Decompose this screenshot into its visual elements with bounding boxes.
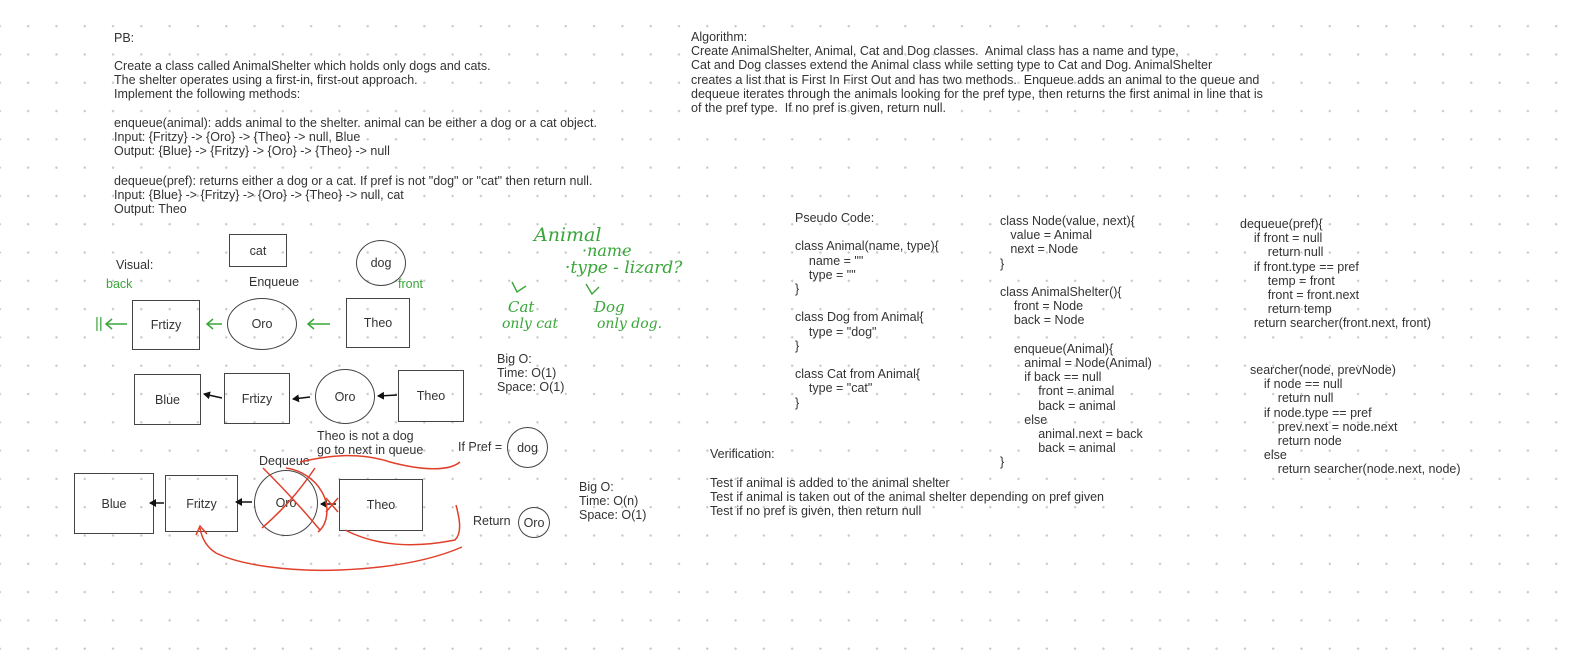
visual-label: Visual: bbox=[116, 258, 154, 272]
pseudo-code-classes: Pseudo Code: class Animal(name, type){ n… bbox=[795, 211, 939, 410]
pref-value: dog bbox=[517, 440, 538, 455]
row2-node-3: Oro bbox=[315, 369, 375, 424]
return-value: Oro bbox=[523, 515, 545, 530]
row2-arrows bbox=[203, 391, 398, 403]
dequeue-spec: dequeue(pref): returns either a dog or a… bbox=[114, 174, 593, 217]
row3-node-4-label: Theo bbox=[366, 498, 396, 512]
row1-node-2-label: Oro bbox=[251, 317, 273, 331]
row2-node-4: Theo bbox=[398, 370, 464, 422]
front-label: front bbox=[398, 277, 424, 291]
red-annotations bbox=[195, 454, 463, 572]
hand-dog-title: Dog bbox=[594, 298, 625, 316]
if-pref-label: If Pref = bbox=[458, 440, 503, 454]
row2-node-4-label: Theo bbox=[416, 389, 446, 403]
pseudo-code-searcher: searcher(node, prevNode) if node == null… bbox=[1250, 363, 1461, 477]
verification-tests: Test if animal is added to the animal sh… bbox=[710, 476, 1104, 519]
dequeue-label: Dequeue bbox=[259, 454, 310, 468]
hand-dog-note: only dog. bbox=[597, 316, 663, 332]
row2-node-2: Frtizy bbox=[224, 373, 290, 424]
row3-node-1-label: Blue bbox=[101, 496, 127, 511]
row3-arrows bbox=[149, 498, 336, 508]
row2-node-3-label: Oro bbox=[334, 389, 356, 404]
row3-node-2-label: Fritzy bbox=[186, 496, 217, 511]
row1-node-2: Oro bbox=[227, 298, 297, 350]
bigo-enqueue: Big O: Time: O(1) Space: O(1) bbox=[497, 352, 565, 395]
back-label: back bbox=[106, 277, 133, 291]
bigo-dequeue: Big O: Time: O(n) Space: O(1) bbox=[579, 480, 647, 523]
row1-node-3-label: Theo bbox=[363, 316, 393, 330]
row2-node-2-label: Frtizy bbox=[241, 391, 273, 406]
row1-node-1: Frtizy bbox=[132, 300, 200, 350]
dog-label: dog bbox=[370, 256, 392, 270]
enqueue-label: Enqueue bbox=[249, 275, 300, 289]
hand-animal-title: Animal bbox=[534, 224, 602, 246]
hand-type-field: ·type - lizard? bbox=[565, 258, 683, 278]
return-label: Return bbox=[473, 514, 511, 528]
row2-node-1-label: Blue bbox=[154, 392, 181, 407]
hand-cat-title: Cat bbox=[508, 298, 535, 316]
pseudo-code-dequeue: dequeue(pref){ if front = null return nu… bbox=[1240, 217, 1432, 331]
cat-label: cat bbox=[249, 243, 267, 258]
problem-description: Create a class called AnimalShelter whic… bbox=[114, 59, 491, 102]
pseudo-code-shelter: class Node(value, next){ value = Animal … bbox=[1000, 214, 1152, 470]
row1-node-3: Theo bbox=[346, 298, 410, 348]
cat-box: cat bbox=[229, 234, 287, 267]
dog-circle: dog bbox=[356, 240, 406, 286]
row1-arrows bbox=[104, 318, 330, 330]
return-circle: Oro bbox=[518, 507, 550, 538]
pref-circle: dog bbox=[507, 427, 548, 468]
algorithm-text: Algorithm: Create AnimalShelter, Animal,… bbox=[691, 30, 1263, 116]
hand-cat-note: only cat bbox=[502, 316, 559, 332]
traverse-note: Theo is not a dog go to next in queue bbox=[317, 429, 424, 458]
row1-node-1-label: Frtizy bbox=[150, 318, 182, 332]
null-marker: || bbox=[95, 315, 103, 332]
hand-arrows bbox=[511, 281, 600, 296]
row2-node-1: Blue bbox=[134, 374, 201, 425]
enqueue-spec: enqueue(animal): adds animal to the shel… bbox=[114, 116, 597, 159]
problem-heading: PB: bbox=[114, 31, 135, 45]
hand-name-field: ·name bbox=[582, 241, 632, 260]
row3-node-4: Theo bbox=[339, 479, 423, 531]
verification-heading: Verification: bbox=[710, 447, 775, 461]
